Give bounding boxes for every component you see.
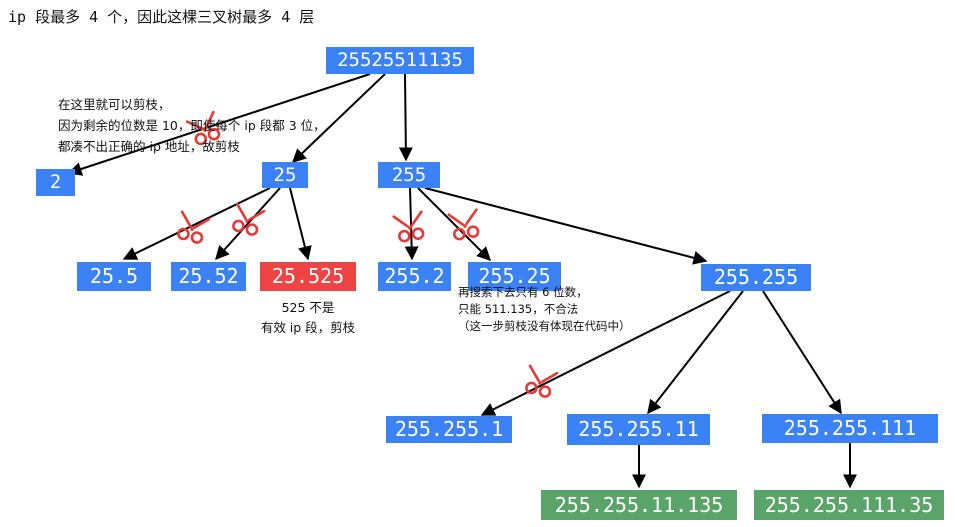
note-line: 只能 511.135，不合法: [458, 302, 579, 316]
result-node-255-255-111-35: 255.255.111.35: [754, 490, 944, 520]
node-25-525-pruned: 25.525: [260, 262, 356, 291]
edge-255-255.2: [404, 187, 419, 261]
invalid-525-note: 525 不是 有效 ip 段，剪枝: [238, 298, 378, 338]
node-25: 25: [262, 162, 308, 188]
root-node: 25525511135: [326, 47, 474, 74]
node-25-5: 25.5: [77, 262, 151, 291]
scissors-icon: [174, 210, 211, 246]
node-2: 2: [36, 169, 75, 196]
edge-255.255-255.255.1: [480, 290, 731, 416]
edge-root-255: [398, 73, 413, 162]
node-25-52: 25.52: [171, 262, 246, 291]
edge-255-255.255: [424, 187, 708, 265]
note-line: 再搜索下去只有 6 位数，: [458, 285, 588, 299]
edge-25-25.5: [122, 187, 271, 260]
node-255-255-11: 255.255.11: [567, 414, 710, 445]
note-line: 在这里就可以剪枝，: [58, 97, 171, 112]
node-255-255-1: 255.255.1: [386, 416, 512, 443]
note-line: （这一步剪枝没有体现在代码中）: [458, 319, 631, 333]
scissors-icon: [447, 208, 483, 242]
edge-255.255-255.255.11: [647, 290, 744, 415]
edge-root-25: [291, 73, 386, 163]
edge-root-2: [67, 73, 371, 176]
node-255-25: 255.25: [468, 262, 561, 291]
node-255-2: 255.2: [378, 262, 451, 291]
note-line: 因为剩余的位数是 10，即使每个 ip 段都 3 位，: [58, 118, 326, 133]
result-node-255-255-11-135: 255.255.11.135: [541, 490, 737, 520]
scissors-icon: [522, 364, 559, 400]
edge-25-25.52: [215, 187, 281, 261]
note-line: 都凑不出正确的 ip 地址，故剪枝: [58, 139, 240, 154]
edge-255-255.25: [417, 187, 491, 261]
note-line: 525 不是: [281, 300, 335, 315]
note-line: 有效 ip 段，剪枝: [260, 320, 356, 335]
search-rest-note: 再搜索下去只有 6 位数， 只能 511.135，不合法 （这一步剪枝没有体现在…: [458, 284, 631, 335]
edge-25-25.525: [289, 187, 312, 261]
scissors-icon: [229, 202, 266, 238]
node-255-255-111: 255.255.111: [762, 414, 938, 443]
node-255-255: 255.255: [701, 264, 811, 291]
node-255: 255: [378, 162, 440, 188]
page-title: ip 段最多 4 个，因此这棵三叉树最多 4 层: [8, 8, 315, 26]
edge-255.255-255.255.111: [762, 290, 842, 415]
prune-left-note: 在这里就可以剪枝， 因为剩余的位数是 10，即使每个 ip 段都 3 位， 都凑…: [58, 94, 326, 157]
